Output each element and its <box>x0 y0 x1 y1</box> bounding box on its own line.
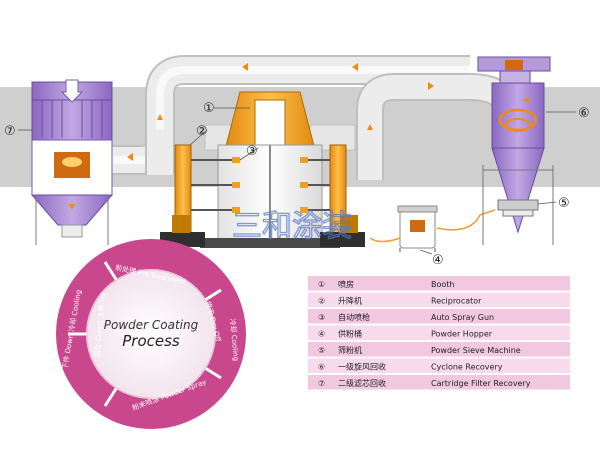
arrow-icon <box>428 82 434 90</box>
logo-swirl-icon <box>62 157 82 167</box>
callout-6: ⑥ <box>578 106 590 121</box>
legend-name-cn: 二级滤芯回收 <box>338 378 386 388</box>
legend-row: ② 升降机 Reciprocator <box>308 292 570 307</box>
wheel-title-line2: Process <box>122 332 180 350</box>
legend-row: ⑥ 一级旋风回收 Cyclone Recovery <box>308 358 570 373</box>
cyclone-recovery <box>477 56 554 245</box>
legend-name-en: Reciprocator <box>431 297 482 306</box>
wheel-center <box>86 269 216 399</box>
legend-name-cn: 供粉桶 <box>338 329 362 339</box>
legend-row: ④ 供粉桶 Powder Hopper <box>308 325 570 340</box>
step-cooling-right: 冷却 Cooling <box>228 318 241 361</box>
auto-spray-guns <box>191 159 330 211</box>
arrow-icon <box>523 97 529 103</box>
legend-name-en: Booth <box>431 280 454 289</box>
legend-row: ③ 自动喷枪 Auto Spray Gun <box>308 309 570 324</box>
legend-name-cn: 升降机 <box>338 296 362 306</box>
logo-badge <box>505 60 523 70</box>
legend-number: ① <box>318 280 325 289</box>
legend-number: ③ <box>318 313 325 322</box>
legend-name-en: Auto Spray Gun <box>431 313 494 322</box>
legend-row: ⑤ 筛粉机 Powder Sieve Machine <box>308 342 570 357</box>
powder-sieve-machine <box>497 199 539 217</box>
legend-number: ⑤ <box>318 346 325 355</box>
callout-7: ⑦ <box>4 124 16 139</box>
legend-number: ② <box>318 297 325 306</box>
booth <box>200 91 340 248</box>
arrow-icon <box>157 114 163 120</box>
legend-name-en: Powder Sieve Machine <box>431 346 521 355</box>
exhaust-arrow-icon <box>60 79 84 103</box>
wheel-title-line1: Powder Coating <box>104 318 199 332</box>
callout-4: ④ <box>432 253 444 268</box>
legend-name-en: Powder Hopper <box>431 330 493 339</box>
legend-name-cn: 自动喷枪 <box>338 312 370 322</box>
legend-name-en: Cartridge Filter Recovery <box>431 379 531 388</box>
legend-name-en: Cyclone Recovery <box>431 363 503 372</box>
powder-hopper <box>397 205 438 252</box>
watermark-text: 三和涂装 <box>232 209 352 244</box>
legend-number: ⑦ <box>318 379 325 388</box>
legend-name-cn: 喷房 <box>338 279 354 289</box>
arrow-icon <box>242 63 248 71</box>
legend-number: ④ <box>318 330 325 339</box>
legend-row: ⑦ 二级滤芯回收 Cartridge Filter Recovery <box>308 375 570 390</box>
arrow-icon <box>69 204 75 210</box>
spray-gun-tips <box>232 157 308 213</box>
arrow-icon <box>367 124 373 130</box>
flow-arrows <box>127 63 434 161</box>
callout-leaders <box>18 107 576 255</box>
callout-3: ③ <box>246 144 258 159</box>
callout-5: ⑤ <box>558 196 570 211</box>
callout-1: ① <box>203 101 215 116</box>
reciprocators <box>160 144 365 247</box>
cartridge-filter-recovery <box>30 79 114 245</box>
legend-name-cn: 一级旋风回收 <box>338 362 386 372</box>
arrow-icon <box>352 63 358 71</box>
process-wheel: Powder Coating Process 前处理 Pre-Treatment… <box>56 239 246 429</box>
callout-2: ② <box>196 124 208 139</box>
legend-row: ① 喷房 Booth <box>308 276 570 291</box>
powder-hose <box>436 209 496 231</box>
booth-base <box>200 238 340 248</box>
arrow-icon <box>127 153 133 161</box>
legend-name-cn: 筛粉机 <box>338 345 362 355</box>
legend-table: ① 喷房 Booth ② 升降机 Reciprocator ③ 自动喷枪 Auto Spray … <box>308 276 570 390</box>
legend-number: ⑥ <box>318 363 325 372</box>
